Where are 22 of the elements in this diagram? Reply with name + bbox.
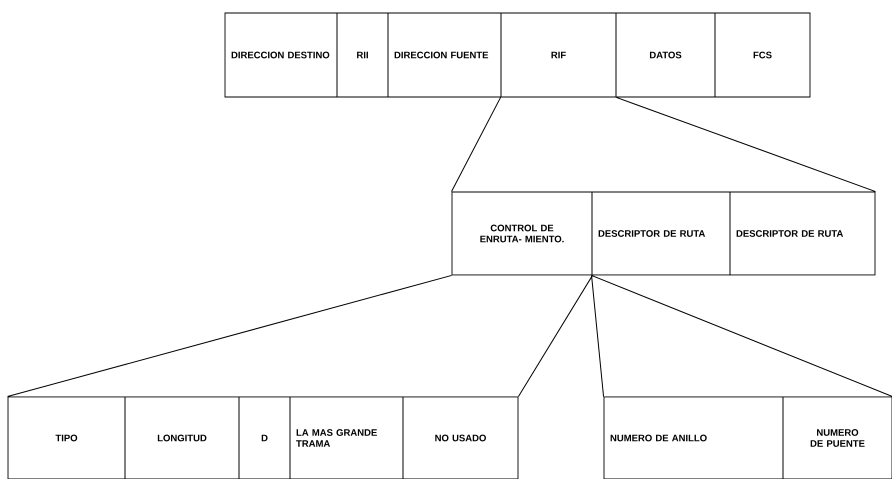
expansion-line xyxy=(451,96,502,192)
field-box: DESCRIPTOR DE RUTA xyxy=(592,192,730,276)
field-box: DATOS xyxy=(616,12,716,98)
field-box: DIRECCION DESTINO xyxy=(224,12,338,98)
field-box: DIRECCION FUENTE xyxy=(388,12,502,98)
field-box: D xyxy=(238,396,290,479)
expansion-line xyxy=(518,274,593,398)
field-box: CONTROL DE ENRUTA- MIENTO. xyxy=(452,192,592,276)
expansion-line xyxy=(7,274,452,398)
field-box: DESCRIPTOR DE RUTA xyxy=(730,192,876,276)
field-box: TIPO xyxy=(8,396,126,479)
field-box: NO USADO xyxy=(402,396,518,479)
expansion-line xyxy=(591,274,892,398)
field-box: RIF xyxy=(500,12,616,98)
expansion-line xyxy=(591,274,604,398)
field-box: FCS xyxy=(714,12,810,98)
field-box: RII xyxy=(336,12,388,98)
field-box: LONGITUD xyxy=(124,396,240,479)
field-box: LA MAS GRANDE TRAMA xyxy=(290,396,404,479)
field-box: NUMERO DE PUENTE xyxy=(782,396,892,479)
field-box: NUMERO DE ANILLO xyxy=(604,396,784,479)
expansion-line xyxy=(616,96,876,192)
